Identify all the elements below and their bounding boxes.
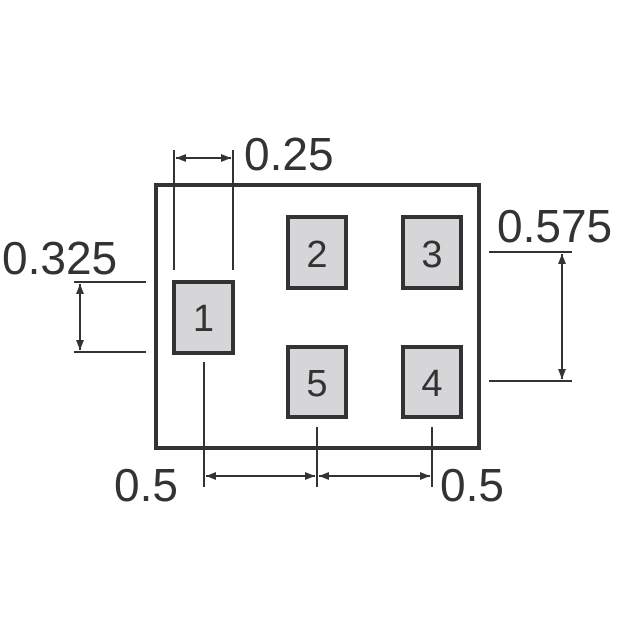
pad-2-label: 2 [306, 234, 327, 276]
dim-pad-width: 0.25 [173, 128, 334, 270]
pad-4-label: 4 [421, 363, 442, 405]
dim-column-pitch: 0.5 0.5 [114, 362, 504, 511]
dim-pad-width-label: 0.25 [244, 128, 334, 180]
pad-2-body [286, 215, 348, 290]
dim-pitch-left-label: 0.5 [114, 459, 178, 511]
pad-5-label: 5 [306, 363, 327, 405]
pad-1-label: 1 [193, 298, 214, 340]
pad-5-body [286, 345, 348, 419]
pad-3-label: 3 [421, 234, 442, 276]
pad-3: 3 [401, 215, 463, 290]
pad-5: 5 [286, 345, 348, 419]
dim-pitch-right-label: 0.5 [440, 459, 504, 511]
pad-1-body [172, 280, 235, 355]
pad-3-body [401, 215, 463, 290]
pad-2: 2 [286, 215, 348, 290]
pad-1: 1 [172, 280, 235, 355]
pad-4-body [401, 345, 463, 419]
pad-4: 4 [401, 345, 463, 419]
dim-row-pitch-label: 0.575 [497, 200, 612, 252]
dim-row-pitch: 0.575 [489, 200, 612, 382]
dim-pad-height: 0.325 [2, 232, 146, 353]
dim-pad-height-label: 0.325 [2, 232, 117, 284]
